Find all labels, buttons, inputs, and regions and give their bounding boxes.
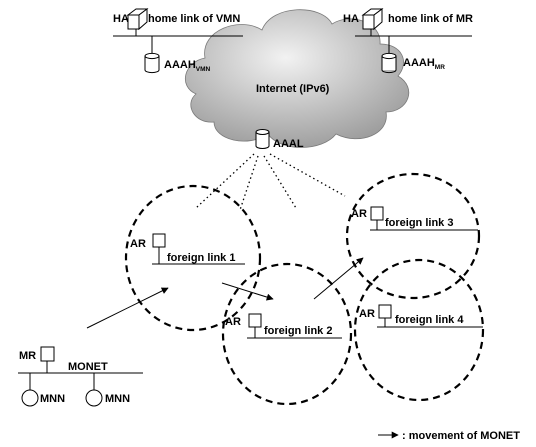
mr-label: MR [19,350,36,362]
ha-vmn-node-icon [126,8,149,31]
foreign-link-2-coverage [221,262,353,406]
aaal-label: AAAL [273,138,304,150]
legend: : movement of MONET [378,430,520,442]
ar-3-label: AR [351,208,367,220]
home-link-mr: HA home link of MR AAAHMR [343,8,473,74]
aaah-mr-database-icon [381,52,397,74]
foreign-link-3-label: foreign link 3 [385,217,453,229]
home-link-mr-label: home link of MR [388,13,473,25]
foreign-link-2-label: foreign link 2 [264,325,332,337]
foreign-link-1-label: foreign link 1 [167,252,235,264]
movement-arrows [86,257,364,329]
aaal-node: AAAL [255,129,304,150]
movement-arrow-2 [221,282,274,301]
ha-vmn-label: HA [113,13,129,25]
mnn-2-node-icon [85,389,103,407]
aaal-database-icon [255,129,270,149]
internet-label: Internet (IPv6) [256,83,330,95]
monet: MR MONET MNN MNN [18,346,143,407]
foreign-link-2: AR foreign link 2 [221,262,353,406]
aaah-mr-label: AAAHMR [403,57,445,71]
ar-3-node-icon [370,206,384,221]
aaah-vmn-database-icon [144,52,160,74]
aaal-links [195,153,346,211]
ar-2-node-icon [248,313,262,328]
home-link-vmn-label: home link of VMN [148,13,240,25]
aaah-vmn-subscript: VMN [196,66,211,73]
ar-2-label: AR [225,316,241,328]
internet-cloud: Internet (IPv6) [185,9,410,148]
aaah-mr-text: AAAH [403,57,435,69]
ar-4-node-icon [378,304,392,319]
ha-mr-node-icon [361,8,384,31]
mnn-2-label: MNN [105,393,130,405]
foreign-link-4-label: foreign link 4 [395,314,464,326]
aaah-mr-subscript: MR [435,64,445,71]
ha-mr-label: HA [343,13,359,25]
monet-label: MONET [68,361,108,373]
foreign-link-1: AR foreign link 1 [124,184,262,332]
foreign-link-3: AR foreign link 3 [345,172,481,300]
aaah-vmn-text: AAAH [164,59,196,71]
mnn-1-label: MNN [40,393,65,405]
foreign-link-3-coverage [345,172,481,300]
movement-arrow-1 [86,287,169,329]
ar-4-label: AR [359,308,375,320]
mr-node-icon [40,346,55,362]
movement-arrow-3 [313,257,364,300]
legend-text: : movement of MONET [402,430,520,442]
aaah-vmn-label: AAAHVMN [164,59,211,73]
foreign-link-4: AR foreign link 4 [353,258,485,402]
foreign-link-4-coverage [353,258,485,402]
foreign-link-1-coverage [124,184,262,332]
ar-1-label: AR [130,238,146,250]
ar-1-node-icon [152,233,166,248]
mnn-1-node-icon [21,389,39,407]
home-link-vmn: HA home link of VMN AAAHVMN [113,8,243,74]
